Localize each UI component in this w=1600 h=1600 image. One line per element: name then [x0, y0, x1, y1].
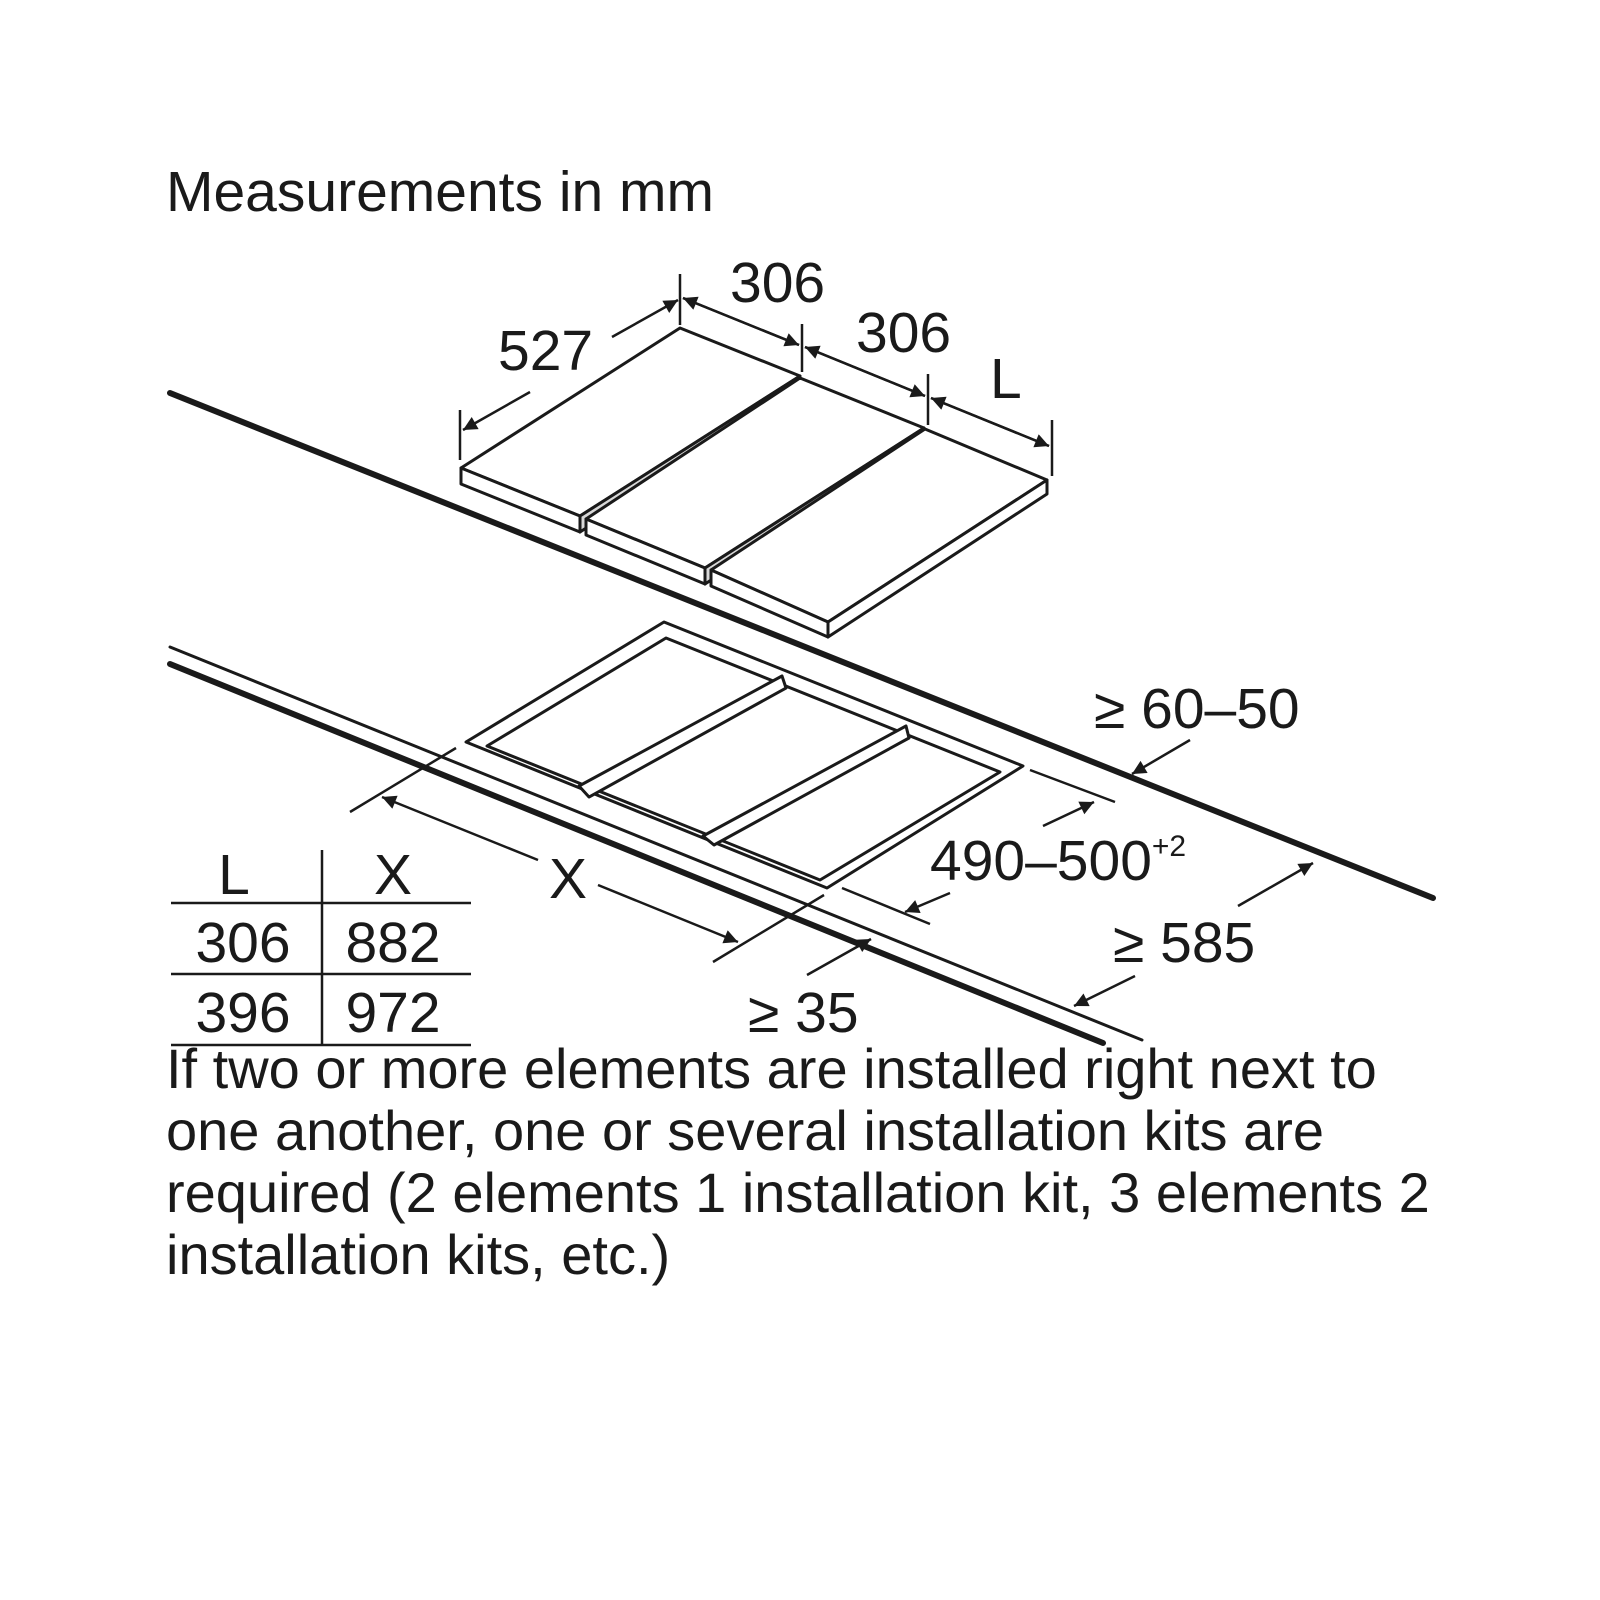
dim-label-edge-gap: ≥ 60–50 [1094, 677, 1300, 741]
table-cell-r1-l: 306 [195, 911, 290, 975]
countertop-front-edge-upper [168, 645, 1144, 1042]
table-cell-r2-l: 396 [195, 981, 290, 1045]
table-header-l: L [218, 843, 250, 907]
countertop-lines [167, 390, 1436, 1046]
dim-label-front-gap: ≥ 35 [748, 981, 859, 1045]
cutout-divider-right [701, 724, 911, 847]
dim-label-x: X [549, 847, 587, 911]
table-cell-r2-x: 972 [345, 981, 440, 1045]
table-cell-r1-x: 882 [345, 911, 440, 975]
dim-label-cutout-tolerance: +2 [1152, 830, 1186, 863]
size-table: L X 306 882 396 972 [171, 843, 471, 1047]
diagram-title: Measurements in mm [166, 160, 714, 224]
dim-label-counter-depth: ≥ 585 [1113, 911, 1255, 975]
hob-element-right [709, 427, 1049, 639]
dim-label-l: L [990, 347, 1022, 411]
dim-label-cutout-depth-value: 490–500 [930, 829, 1152, 893]
dim-label-cutout-depth: 490–500+2 [930, 829, 1186, 893]
cutout-inner [485, 636, 1002, 882]
dim-label-306-first: 306 [730, 251, 825, 315]
cutout-divider-left [577, 674, 788, 799]
countertop-back-edge [167, 390, 1436, 901]
installation-kit-note: If two or more elements are installed ri… [166, 1037, 1430, 1286]
dimension-lines [349, 274, 1314, 1008]
countertop-front-edge-lower [167, 661, 1106, 1046]
cutout [464, 620, 1025, 890]
hob-elements [459, 326, 1049, 639]
dim-label-306-second: 306 [856, 301, 951, 365]
dim-label-527: 527 [498, 319, 593, 383]
table-header-x: X [374, 843, 412, 907]
